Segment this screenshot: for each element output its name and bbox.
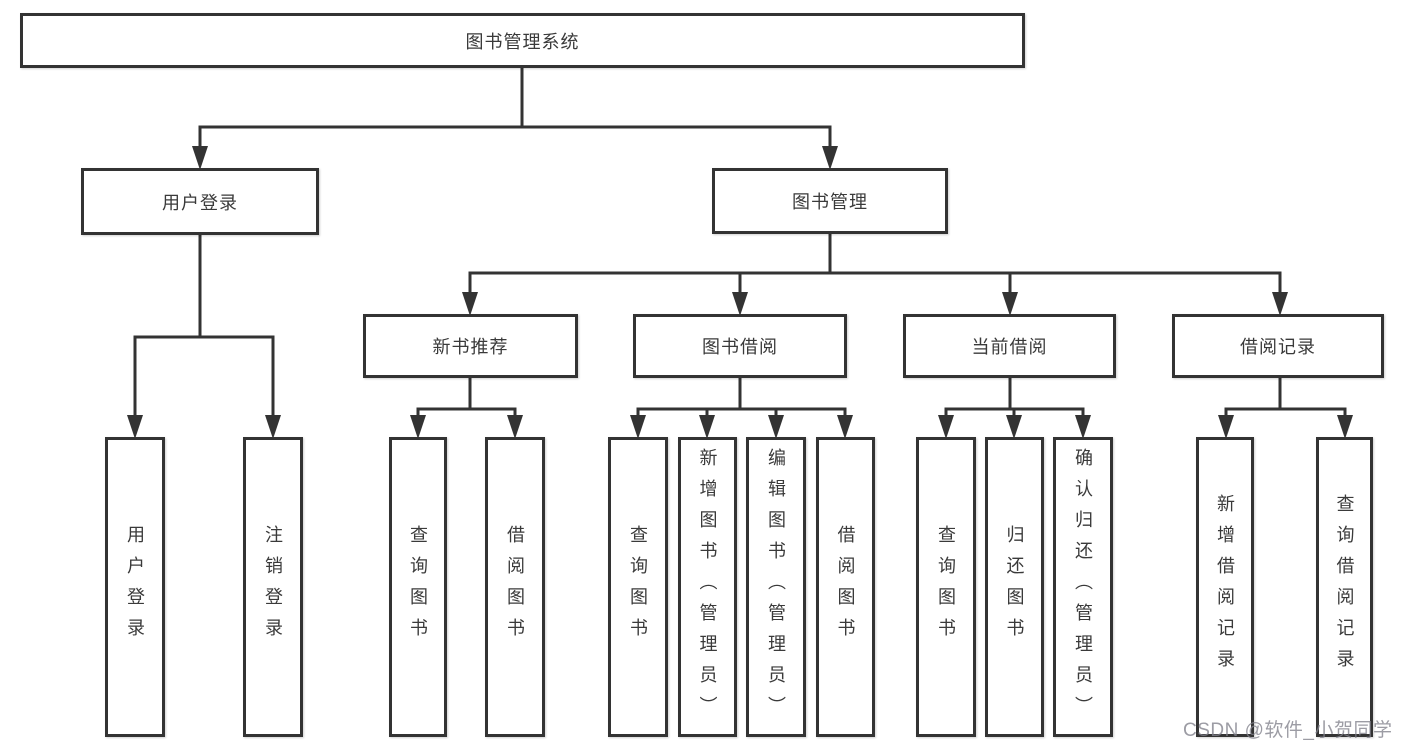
connector-new-book-to-leaves bbox=[410, 378, 523, 439]
node-label: 查询借阅记录 bbox=[1334, 494, 1355, 680]
node-label: 查询图书 bbox=[408, 525, 428, 649]
csdn-watermark: CSDN @软件_小贺同学 bbox=[1183, 720, 1393, 741]
connector-borrowing-records-to-leaves bbox=[1218, 378, 1353, 439]
leaf-query-books-current: 查询图书 bbox=[916, 437, 976, 737]
node-label: 新增借阅记录 bbox=[1215, 494, 1235, 680]
node-label: 图书借阅 bbox=[702, 337, 778, 357]
node-label: 查询图书 bbox=[936, 525, 956, 649]
node-label: 新书推荐 bbox=[432, 337, 509, 357]
node-label: 用户登录 bbox=[162, 192, 238, 213]
leaf-edit-books-admin: 编辑图书（管理员） bbox=[746, 437, 806, 737]
connector-user-login-to-leaves bbox=[127, 235, 281, 439]
node-label: 确认归还（管理员） bbox=[1073, 447, 1093, 727]
connector-book-management-to-level3 bbox=[462, 234, 1288, 316]
leaf-return-books: 归还图书 bbox=[985, 437, 1044, 737]
node-label: 注销登录 bbox=[263, 525, 283, 649]
node-label: 借阅图书 bbox=[835, 525, 856, 649]
node-book-management-system: 图书管理系统 bbox=[20, 13, 1025, 68]
node-label: 图书管理 bbox=[792, 192, 868, 212]
connector-root-to-level2 bbox=[192, 68, 838, 170]
node-label: 用户登录 bbox=[125, 525, 145, 649]
node-label: 借阅图书 bbox=[505, 525, 525, 649]
leaf-logout: 注销登录 bbox=[243, 437, 303, 737]
node-label: 归还图书 bbox=[1004, 525, 1025, 649]
node-label: 当前借阅 bbox=[971, 337, 1048, 357]
connector-current-borrowing-to-leaves bbox=[938, 378, 1091, 439]
node-user-login-branch: 用户登录 bbox=[81, 168, 319, 235]
leaf-query-borrow-record: 查询借阅记录 bbox=[1316, 437, 1373, 737]
leaf-add-books-admin: 新增图书（管理员） bbox=[678, 437, 737, 737]
node-new-book-recommend: 新书推荐 bbox=[363, 314, 578, 378]
node-book-management-branch: 图书管理 bbox=[712, 168, 948, 234]
leaf-add-borrow-record: 新增借阅记录 bbox=[1196, 437, 1254, 737]
leaf-borrow-books-recommend: 借阅图书 bbox=[485, 437, 545, 737]
leaf-user-login: 用户登录 bbox=[105, 437, 165, 737]
connector-book-borrowing-to-leaves bbox=[630, 378, 853, 439]
leaf-confirm-return-admin: 确认归还（管理员） bbox=[1053, 437, 1113, 737]
leaf-query-books-borrowing: 查询图书 bbox=[608, 437, 668, 737]
node-label: 新增图书（管理员） bbox=[697, 447, 718, 727]
node-book-borrowing: 图书借阅 bbox=[633, 314, 847, 378]
node-current-borrowing: 当前借阅 bbox=[903, 314, 1116, 378]
leaf-borrow-books: 借阅图书 bbox=[816, 437, 875, 737]
node-label: 查询图书 bbox=[628, 525, 648, 649]
node-label: 图书管理系统 bbox=[465, 31, 580, 52]
node-label: 借阅记录 bbox=[1240, 337, 1316, 357]
node-label: 编辑图书（管理员） bbox=[766, 447, 786, 727]
node-borrowing-records: 借阅记录 bbox=[1172, 314, 1384, 378]
leaf-query-books-recommend: 查询图书 bbox=[389, 437, 447, 737]
